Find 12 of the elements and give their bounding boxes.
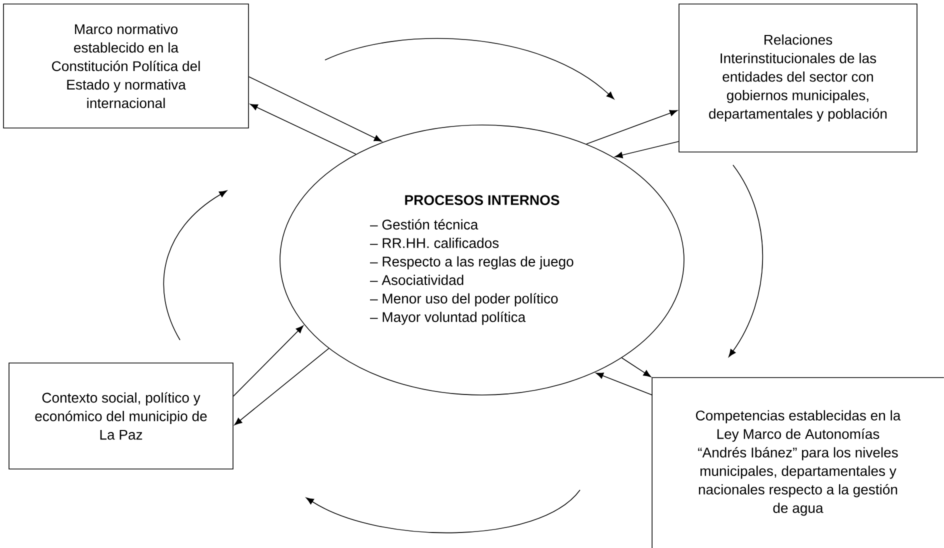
arrow [614,141,679,158]
arrow [234,348,330,426]
arrow [248,76,382,142]
text-box: Competencias establecidas en la Ley Marco de Autonomías “Andrés Ibánez” para los niveles municipales, departamentales y nacionales respecto a la gestión de agua [652,377,944,548]
text-box: Relaciones Interinstitucionales de las entidades del sector con gobiernos municipales, departamentales y población [678,4,918,152]
arrow [621,357,652,378]
arrow [233,325,304,397]
arrow [250,104,356,155]
text-box: Marco normativo establecido en la Constitución Política del Estado y normativa internacional [3,4,249,128]
text-box: Contexto social, político y económico del municipio de La Paz [8,362,234,470]
arrow [586,110,678,144]
arrow [596,372,652,396]
